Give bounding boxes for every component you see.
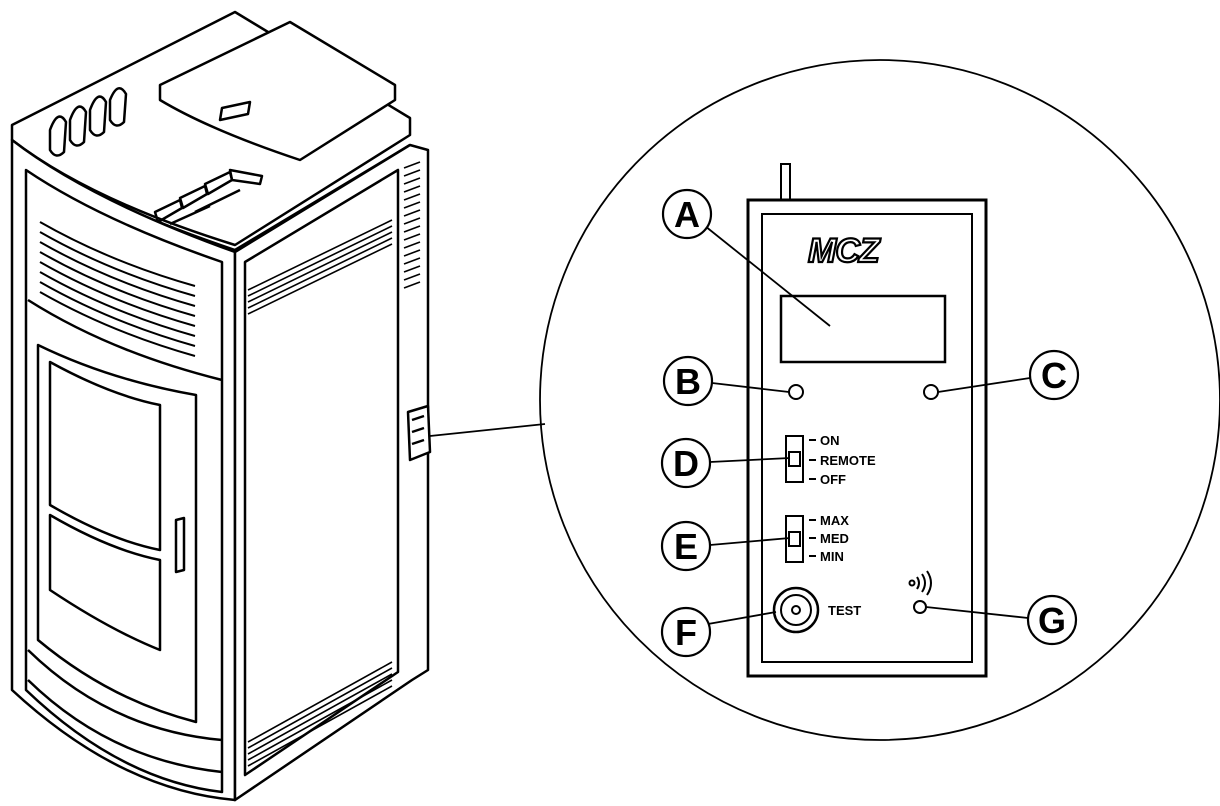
signal-led [913, 600, 927, 614]
hatch-handle [218, 100, 252, 122]
leader-g [925, 606, 1029, 619]
stove-side [233, 143, 430, 802]
top-vents-right [153, 168, 264, 226]
led-right [923, 384, 939, 400]
mode-switch-knob[interactable] [788, 451, 801, 467]
magnifier-circle [539, 59, 1220, 741]
receiver-module [406, 404, 432, 462]
door-glass-lower [48, 513, 162, 652]
leader-f [707, 611, 777, 625]
remote-control: MCZ ON REMOTE OFF MAX MED MIN TE [746, 163, 988, 678]
leader-d [709, 457, 791, 463]
power-switch-ticks [809, 519, 816, 557]
magnifier-connector [429, 423, 546, 437]
side-vents-top [247, 219, 393, 315]
antenna [780, 163, 791, 203]
callout-c [1028, 349, 1080, 401]
front-grille [39, 221, 196, 357]
grille-bottom-edge [27, 298, 223, 382]
front-lower-panel-2 [27, 679, 223, 774]
receiver-module-detail [411, 414, 425, 446]
pellet-stove-illustration [10, 10, 432, 802]
door-glass-upper [48, 360, 162, 552]
leader-e [709, 537, 791, 546]
wireless-signal-icon [908, 570, 932, 596]
mode-option-remote: REMOTE [820, 453, 876, 468]
callout-letter-c: C [1041, 355, 1067, 396]
callout-letter-g: G [1038, 600, 1066, 641]
front-inner-frame [24, 168, 224, 794]
callout-d [660, 437, 712, 489]
callout-g [1026, 594, 1078, 646]
callouts [660, 188, 1080, 658]
brand-logo: MCZ [808, 232, 881, 270]
power-switch-knob[interactable] [788, 531, 801, 547]
door-handle [174, 516, 186, 574]
power-option-min: MIN [820, 549, 844, 564]
top-vents-left [48, 87, 128, 157]
callout-letter-d: D [673, 443, 699, 484]
callout-letter-a: A [674, 194, 700, 235]
leader-c [937, 377, 1031, 393]
mode-option-off: OFF [820, 472, 846, 487]
callout-e [660, 520, 712, 572]
side-inner-frame [243, 168, 400, 777]
test-button-label: TEST [828, 603, 861, 618]
top-hatch [158, 20, 397, 162]
leader-b [711, 382, 790, 393]
mode-switch-ticks [809, 439, 816, 480]
callout-letters: A B C D E F G [673, 194, 1067, 653]
callout-letter-f: F [675, 612, 697, 653]
leader-a [699, 221, 831, 327]
callout-b [662, 355, 714, 407]
rear-vents [403, 161, 421, 289]
side-vents-bottom [247, 661, 393, 767]
callout-a [661, 188, 713, 240]
test-button-center[interactable] [791, 605, 801, 615]
front-lower-panel [27, 649, 223, 742]
power-option-max: MAX [820, 513, 849, 528]
lcd-display [779, 294, 947, 364]
led-left [788, 384, 804, 400]
callout-f [660, 606, 712, 658]
stove-door [36, 343, 198, 724]
mode-option-on: ON [820, 433, 840, 448]
callout-letter-b: B [675, 361, 701, 402]
power-option-med: MED [820, 531, 849, 546]
callout-letter-e: E [674, 526, 698, 567]
